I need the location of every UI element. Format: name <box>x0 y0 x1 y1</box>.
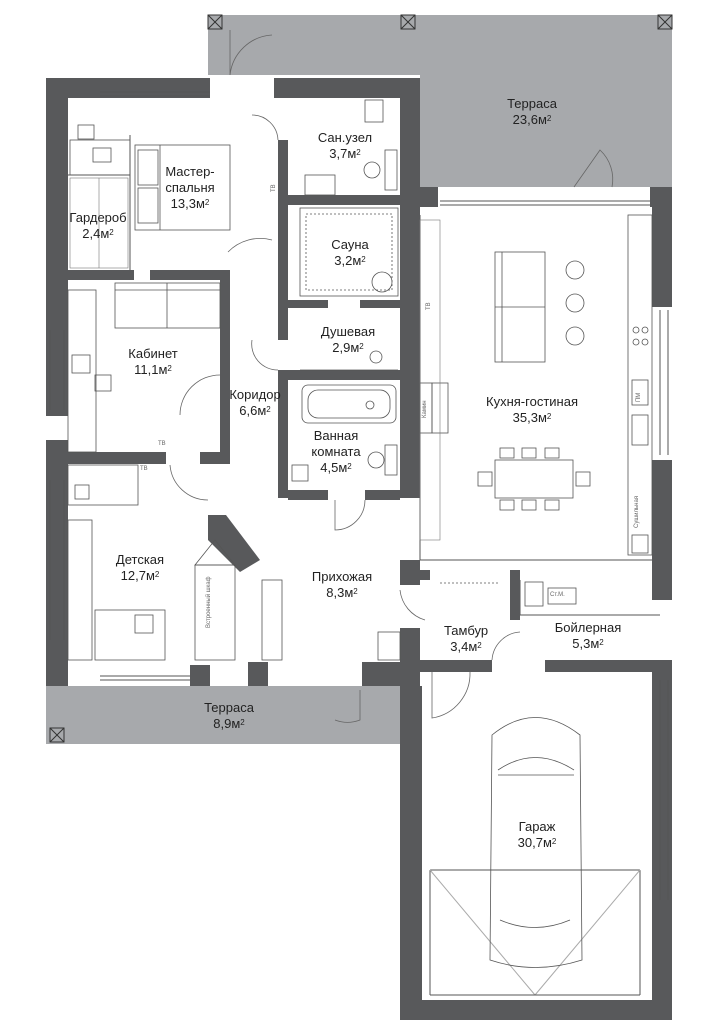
master-bed-icon <box>134 144 231 231</box>
washer-tag: Ст.М. <box>550 592 565 598</box>
boiler-room-label: Бойлерная 5,3м2 <box>554 620 622 651</box>
sauna-label: Сауна 3,2м2 <box>331 237 369 268</box>
dining-table-icon <box>477 447 591 511</box>
kitchen-sofa-icon <box>494 251 585 363</box>
terrace-bottom-label: Терраса 8,9м2 <box>204 700 254 731</box>
tv-tag-study: ТВ <box>158 441 166 447</box>
built-in-wardrobe-tag: Встроенный шкаф <box>206 576 212 628</box>
partition-icon <box>419 219 441 541</box>
master-desk-icon <box>69 124 131 176</box>
vestibule-label: Тамбур 3,4м2 <box>443 623 489 654</box>
wardrobe-shelves-icon <box>69 177 129 269</box>
terrace-top-area <box>208 15 672 187</box>
sauna-bench-icon <box>299 207 399 297</box>
study-sofa-icon <box>114 282 221 329</box>
kids-room-label: Детская 12,7м2 <box>115 552 165 583</box>
bathtub-icon <box>291 384 398 482</box>
door-swings <box>169 30 614 723</box>
corridor-label: Коридор 6,6м2 <box>229 387 281 418</box>
master-bedroom-label: Мастер- спальня 13,3м2 <box>165 164 215 211</box>
kids-furniture-icon <box>67 464 236 661</box>
terrace-post-markers <box>49 14 673 743</box>
study-desk-icon <box>67 289 112 453</box>
hall-wardrobe-icon <box>261 579 401 661</box>
tv-tag-master: ТВ <box>271 184 277 192</box>
wardrobe-label: Гардероб 2,4м2 <box>69 210 127 241</box>
shower-icon <box>300 350 398 371</box>
garage-label: Гараж 30,7м2 <box>517 819 557 850</box>
study-label: Кабинет 11,1м2 <box>128 346 178 377</box>
car-icon <box>489 717 583 968</box>
dishwasher-tag: ПМ <box>636 392 642 402</box>
shower-label: Душевая 2,9м2 <box>320 324 376 355</box>
kitchen-living-label: Кухня-гостиная 35,3м2 <box>486 394 578 425</box>
tv-tag-kitchen: ТВ <box>426 302 432 310</box>
wc-label: Сан.узел 3,7м2 <box>317 130 373 161</box>
kitchen-counter-icon <box>627 214 653 556</box>
dryer-tag: Сушильная <box>634 495 640 528</box>
walls <box>46 78 672 1020</box>
terrace-top-label: Терраса 23,6м2 <box>507 96 557 127</box>
windows <box>49 91 669 900</box>
boiler-equipment-icon <box>440 581 577 607</box>
hall-label: Прихожая 8,3м2 <box>311 569 373 600</box>
terrace-bottom-area <box>46 686 402 744</box>
fireplace-tag: Камин <box>422 400 428 418</box>
tv-tag-kids: ТВ <box>140 466 148 472</box>
bathroom-label: Ванная комната 4,5м2 <box>311 428 361 475</box>
wc-fixtures-icon <box>304 99 398 196</box>
